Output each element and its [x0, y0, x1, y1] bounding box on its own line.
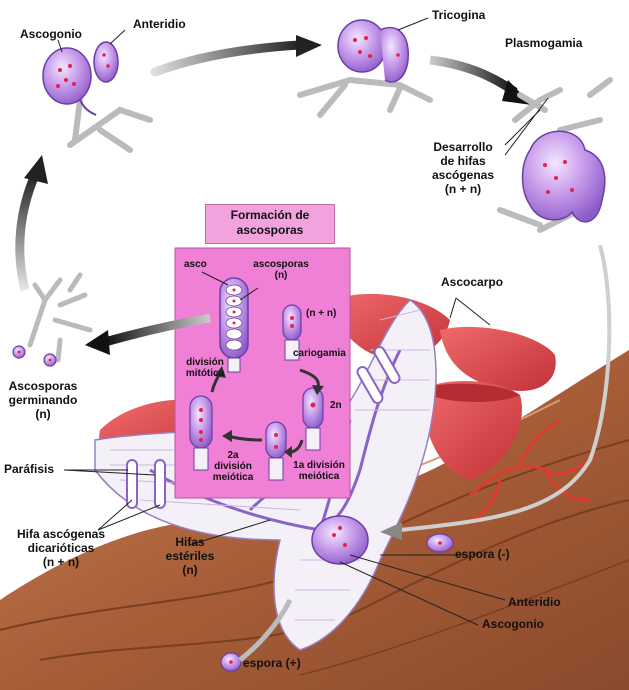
- label-anteridio-top: Anteridio: [133, 17, 186, 31]
- panel-title: Formación de ascosporas: [205, 204, 335, 244]
- label-second-division: 2a división meiótica: [208, 450, 258, 483]
- label-second-division-line1: 2a: [227, 450, 239, 461]
- red-hyphae: [469, 418, 597, 522]
- stage-germinando: [12, 272, 93, 367]
- label-hifa-ascogenas-line2: dicarióticas: [27, 541, 95, 555]
- label-ascosporas-line2: (n): [274, 270, 288, 281]
- label-hifas-esteriles: Hifas estériles (n): [155, 535, 225, 577]
- label-hifas-esteriles-line1: Hifas: [175, 535, 205, 549]
- label-first-division: 1a división meiótica: [286, 460, 352, 482]
- label-hifas-esteriles-line3: (n): [182, 563, 198, 577]
- label-germinando: Ascosporas germinando (n): [0, 379, 86, 421]
- label-division-mitotica: división mitótica: [180, 357, 230, 379]
- label-hifas-esteriles-line2: estériles: [165, 549, 215, 563]
- label-desarrollo-line2: de hifas: [440, 154, 486, 168]
- label-hifa-ascogenas: Hifa ascógenas dicarióticas (n + n): [14, 527, 108, 569]
- label-parafisis: Paráfisis: [4, 462, 55, 476]
- panel-title-line1: Formación de: [230, 208, 310, 222]
- cycle-arrows: [15, 35, 612, 540]
- label-second-division-line2: división: [214, 461, 252, 472]
- label-nn-small: (n + n): [306, 308, 337, 319]
- label-asco: asco: [184, 259, 207, 270]
- stage-bottom-fusion: [311, 515, 369, 565]
- label-desarrollo-line1: Desarrollo: [433, 140, 493, 154]
- stage-ascogonio-anteridio: [42, 41, 153, 153]
- label-anteridio-bottom: Anteridio: [508, 595, 561, 609]
- label-division-mitotica-line2: mitótica: [185, 368, 225, 379]
- ascospore-panel: [174, 247, 351, 499]
- label-cariogamia: cariogamia: [293, 348, 346, 359]
- label-desarrollo: Desarrollo de hifas ascógenas (n + n): [426, 140, 500, 196]
- label-2n: 2n: [330, 400, 342, 411]
- label-hifa-ascogenas-line3: (n + n): [42, 555, 80, 569]
- label-plasmogamia: Plasmogamia: [505, 36, 583, 50]
- label-desarrollo-line4: (n + n): [444, 182, 482, 196]
- label-ascocarpo: Ascocarpo: [441, 275, 504, 289]
- label-germinando-line2: germinando: [8, 393, 78, 407]
- label-ascosporas-line1: ascosporas: [253, 259, 309, 270]
- hymenium-asci: [126, 346, 401, 509]
- label-division-mitotica-line1: división: [186, 357, 224, 368]
- label-espora-minus: espora (-): [455, 547, 510, 561]
- label-second-division-line3: meiótica: [212, 472, 254, 483]
- label-germinando-line1: Ascosporas: [8, 379, 78, 393]
- label-desarrollo-line3: ascógenas: [431, 168, 495, 182]
- label-ascogonio-bottom: Ascogonio: [482, 617, 544, 631]
- label-germinando-line3: (n): [35, 407, 51, 421]
- label-tricogina: Tricogina: [432, 8, 486, 22]
- label-ascosporas-n: ascosporas (n): [252, 259, 310, 281]
- leader-lines: [57, 17, 549, 626]
- label-first-division-line2: meiótica: [298, 471, 340, 482]
- stage-tricogina: [297, 19, 433, 118]
- spores: [220, 533, 454, 672]
- label-espora-plus: espora (+): [243, 656, 301, 670]
- label-hifa-ascogenas-line1: Hifa ascógenas: [16, 527, 106, 541]
- label-first-division-line1: 1a división: [293, 460, 345, 471]
- label-ascogonio-top: Ascogonio: [20, 27, 82, 41]
- panel-title-line2: ascosporas: [236, 223, 304, 237]
